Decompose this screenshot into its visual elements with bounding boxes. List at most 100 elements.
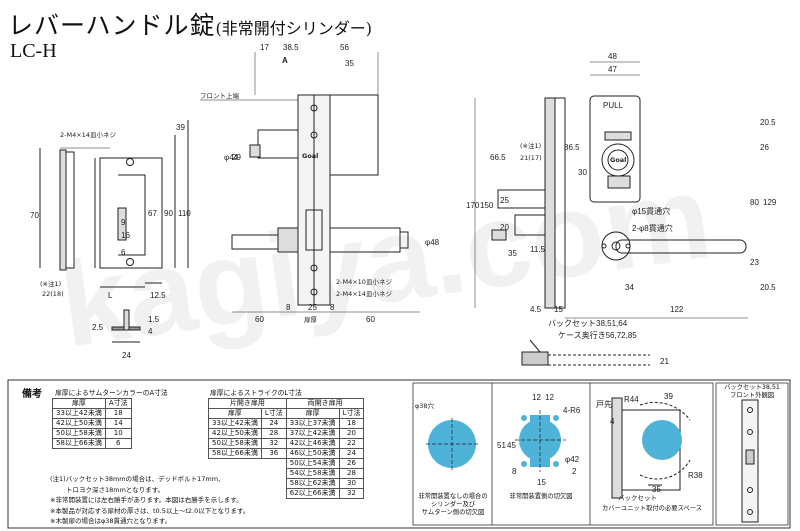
dim-70: 70 [30,211,39,220]
dim-4-5: 4.5 [530,305,542,314]
detail1-dia: φ38穴 [415,401,435,410]
dim-12-5: 12.5 [150,291,166,300]
dim-4-detail: 4 [610,417,615,426]
screw-icon [126,158,134,166]
dim-21: 21 [660,357,669,366]
detail3-door-edge: 戸先 [596,399,612,409]
dim-15-detail: 15 [537,478,546,487]
page-title: レバーハンドル錠(非常開付シリンダー) [8,11,373,40]
dim-45: 45 [507,441,516,450]
dim-r38: R38 [688,471,703,480]
detail-front-appearance [741,399,759,523]
dim-2: 2 [572,467,577,476]
dim-48: φ48 [425,238,440,247]
dim-110: 110 [178,209,191,218]
detail3-backset: バックセット [618,494,657,502]
dim-42: φ42 [565,455,580,464]
dim-67: 67 [148,209,157,218]
dim-35-detail: 35 [652,485,661,494]
dim-20: 20 [500,223,509,232]
case-depth: ケース奥行き56,72,85 [558,330,637,340]
dim-51: 51 [497,441,506,450]
detail3-caption: カバーユニット取付の必要スペース [602,505,702,512]
dim-23: 23 [750,258,759,267]
dim-48-case: 48 [608,52,617,61]
detail2-caption: 非常開装置側の切欠図 [509,493,573,500]
dim-30: 30 [578,168,587,177]
screw-icon [310,264,318,272]
side-front-top: フロント上端 [200,91,240,100]
dim-34: 34 [625,283,634,292]
dim-38-5: 38.5 [283,43,299,52]
model-code: LC-H [10,40,57,62]
dim-60b: 60 [366,315,375,324]
side-label-A: A [282,56,288,65]
case-backset: バックセット38,51,64 [548,319,628,328]
side-view [200,52,420,313]
dim-29: 29 [232,153,241,162]
front-label-L: L [108,291,113,300]
dim-86-5: 86.5 [564,143,580,152]
dim-122: 122 [670,305,684,314]
table-l-caption: 扉厚によるストライクのL寸法 [210,389,302,397]
screw-icon [310,131,318,139]
front-ref-value: 22(18) [42,290,64,298]
dim-16: 16 [121,231,130,240]
dim-56: 56 [340,43,349,52]
screw-icon [126,258,134,266]
dim-25: 25 [308,303,317,312]
dim-66-5: 66.5 [490,153,506,162]
dim-6: 6 [121,248,126,257]
dim-90: 90 [164,209,173,218]
detail-cutout-no-emergency [426,418,478,470]
dim-8b: 8 [330,303,335,312]
dim-170: 170 [466,201,480,210]
dim-8a: 8 [286,303,291,312]
dim-17: 17 [260,43,269,52]
side-door-label: 扉厚 [304,315,318,324]
dim-20-5b: 20.5 [760,283,776,292]
detail1-caption: 非常開装置なしの場合の シリンダー及び サムターン側の切欠図 [418,493,488,516]
dim-39-detail: 39 [664,392,673,401]
dim-20-5a: 20.5 [760,118,776,127]
dim-44: φ44 [224,153,239,162]
dim-47: 47 [608,65,617,74]
dim-1-5: 1.5 [148,315,160,324]
remarks-heading: 備考 [22,389,42,400]
front-screw-note: 2-M4×14皿小ネジ [60,130,116,139]
dim-4r6: 4-R6 [563,406,581,415]
case-ref-value: 21(17) [520,154,542,162]
dim-2-5: 2.5 [92,323,104,332]
dim-129: 129 [763,198,777,207]
front-view [39,120,189,343]
remarks-notes: (注1)バックセット38mmの場合は、デッドボルト17mm、 トロヨク深さ18m… [50,475,250,525]
dim-4: 4 [148,327,153,336]
case-hole8: 2-φ8貫通穴 [632,223,673,233]
side-screw14-note: 2-M4×14皿小ネジ [336,289,392,298]
dim-39: 39 [176,123,185,132]
dim-r44: R44 [624,395,639,404]
dim-12a: 12 [532,393,541,402]
side-screw10-note: 2-M4×10皿小ネジ [336,277,392,286]
case-view [474,61,748,366]
dim-24: 24 [122,351,131,360]
detail-cutout-emergency [515,410,566,472]
dim-26: 26 [760,143,769,152]
dim-9: 9 [121,218,126,227]
pull-label: PULL [603,101,624,110]
dim-150: 150 [480,201,494,210]
dim-35-case: 35 [508,249,517,258]
dim-15: 15 [554,305,563,314]
